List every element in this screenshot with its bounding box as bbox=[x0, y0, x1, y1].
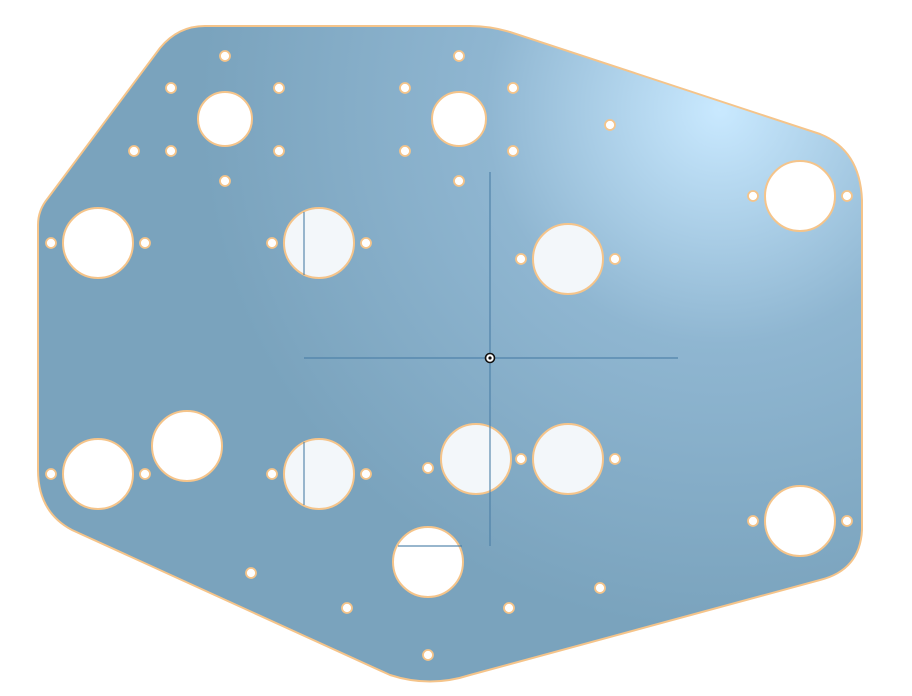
screw-hole-33[interactable] bbox=[341, 602, 353, 614]
screw-hole-29[interactable] bbox=[609, 453, 621, 465]
large-hole-12[interactable] bbox=[764, 485, 836, 557]
screw-hole-13[interactable] bbox=[453, 175, 465, 187]
screw-hole-26[interactable] bbox=[360, 468, 372, 480]
screw-hole-32[interactable] bbox=[245, 567, 257, 579]
screw-hole-16[interactable] bbox=[139, 237, 151, 249]
large-hole-2[interactable] bbox=[431, 91, 487, 147]
large-hole-11[interactable] bbox=[532, 423, 604, 495]
screw-hole-18[interactable] bbox=[360, 237, 372, 249]
tinted-hole-fill-4[interactable] bbox=[284, 208, 354, 278]
screw-hole-4[interactable] bbox=[128, 145, 140, 157]
large-hole-7[interactable] bbox=[62, 438, 134, 510]
screw-hole-35[interactable] bbox=[594, 582, 606, 594]
screw-hole-15[interactable] bbox=[45, 237, 57, 249]
large-hole-8[interactable] bbox=[151, 410, 223, 482]
screw-hole-24[interactable] bbox=[139, 468, 151, 480]
screw-hole-28[interactable] bbox=[515, 453, 527, 465]
tinted-hole-fill-10[interactable] bbox=[441, 424, 511, 494]
screw-hole-7[interactable] bbox=[219, 175, 231, 187]
screw-hole-23[interactable] bbox=[45, 468, 57, 480]
screw-hole-36[interactable] bbox=[422, 649, 434, 661]
plate-outline bbox=[37, 25, 863, 683]
screw-hole-9[interactable] bbox=[399, 82, 411, 94]
origin-marker-icon[interactable] bbox=[484, 352, 496, 364]
hole-outline-group bbox=[45, 50, 853, 661]
screw-hole-1[interactable] bbox=[219, 50, 231, 62]
large-hole-9[interactable] bbox=[283, 438, 355, 510]
screw-hole-17[interactable] bbox=[266, 237, 278, 249]
tinted-hole-fill-5[interactable] bbox=[533, 224, 603, 294]
screw-hole-11[interactable] bbox=[399, 145, 411, 157]
screw-hole-34[interactable] bbox=[503, 602, 515, 614]
screw-hole-27[interactable] bbox=[422, 462, 434, 474]
plate-body[interactable] bbox=[38, 26, 862, 682]
screw-hole-2[interactable] bbox=[165, 82, 177, 94]
tinted-hole-fill-11[interactable] bbox=[533, 424, 603, 494]
large-hole-5[interactable] bbox=[532, 223, 604, 295]
screw-hole-30[interactable] bbox=[747, 515, 759, 527]
large-hole-10[interactable] bbox=[440, 423, 512, 495]
screw-hole-31[interactable] bbox=[841, 515, 853, 527]
screw-hole-21[interactable] bbox=[747, 190, 759, 202]
large-hole-13[interactable] bbox=[392, 526, 464, 598]
tinted-hole-fill-9[interactable] bbox=[284, 439, 354, 509]
screw-hole-20[interactable] bbox=[609, 253, 621, 265]
screw-hole-5[interactable] bbox=[165, 145, 177, 157]
screw-hole-22[interactable] bbox=[841, 190, 853, 202]
screw-hole-14[interactable] bbox=[604, 119, 616, 131]
large-hole-6[interactable] bbox=[764, 160, 836, 232]
screw-hole-19[interactable] bbox=[515, 253, 527, 265]
tinted-hole-group bbox=[284, 208, 603, 509]
screw-hole-3[interactable] bbox=[273, 82, 285, 94]
large-hole-4[interactable] bbox=[283, 207, 355, 279]
screw-hole-6[interactable] bbox=[273, 145, 285, 157]
large-hole-1[interactable] bbox=[197, 91, 253, 147]
screw-hole-8[interactable] bbox=[453, 50, 465, 62]
screw-hole-25[interactable] bbox=[266, 468, 278, 480]
screw-hole-12[interactable] bbox=[507, 145, 519, 157]
large-hole-3[interactable] bbox=[62, 207, 134, 279]
screw-hole-10[interactable] bbox=[507, 82, 519, 94]
